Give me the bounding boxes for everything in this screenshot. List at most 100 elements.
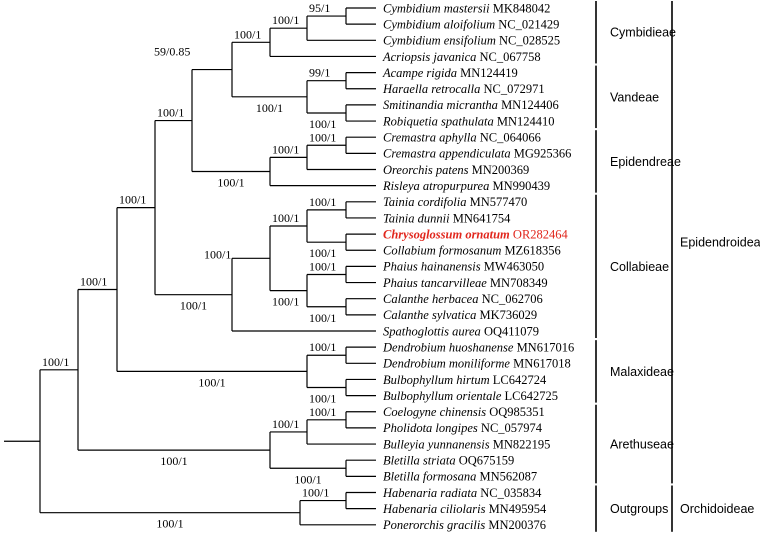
species-name: Habenaria radiata (382, 486, 477, 500)
species-name: Chrysoglossum ornatum (383, 227, 510, 241)
accession-number: MK848042 (490, 1, 551, 15)
accession-number: MN495954 (485, 502, 547, 516)
species-name: Cremastra appendiculata (383, 147, 511, 161)
species-name: Robiquetia spathulata (382, 114, 494, 128)
support-value-n_upper: 100/1 (157, 106, 184, 120)
support-value-n_cym: 100/1 (272, 13, 299, 27)
accession-number: LC642724 (490, 373, 547, 387)
accession-number: MG925366 (511, 147, 572, 161)
clade-brackets: CymbidieaeVandeaeEpidendreaeCollabieaeMa… (595, 1, 760, 532)
species-name: Tainia cordifolia (383, 195, 466, 209)
support-value-n_habenaria: 100/1 (302, 486, 329, 500)
accession-number: NC_062706 (478, 292, 542, 306)
accession-number: MN822195 (490, 437, 551, 451)
support-value-n_collab_core: 100/1 (204, 247, 231, 261)
support-value-n_phai_cala: 100/1 (272, 295, 299, 309)
species-name: Smitinandia micrantha (383, 98, 498, 112)
species-name: Coelogyne chinensis (383, 405, 486, 419)
support-value-n_vandeae: 100/1 (256, 101, 283, 115)
support-value-n_calanthe: 100/1 (309, 311, 336, 325)
taxon-label: Phaius hainanensis MW463050 (382, 260, 544, 274)
species-name: Risleya atropurpurea (382, 179, 489, 193)
support-value-n_tainia_chry: 100/1 (272, 211, 299, 225)
tribe-label: Epidendreae (610, 155, 681, 169)
support-value-n_bulbophyllum: 100/1 (309, 392, 336, 406)
subfamily-label: Epidendroideae (680, 236, 760, 250)
subfamily-label: Orchidoideae (680, 502, 754, 516)
support-value-n_coel_phol: 100/1 (309, 405, 336, 419)
support-value-n_cymb_vand: 59/0.85 (154, 45, 190, 59)
taxon-label: Calanthe sylvatica MK736029 (383, 308, 537, 322)
species-name: Calanthe sylvatica (383, 308, 476, 322)
taxon-label: Spathoglottis aurea OQ411079 (383, 324, 539, 338)
accession-number: OQ675159 (456, 454, 515, 468)
accession-number: MN200369 (469, 163, 530, 177)
taxon-label: Haraella retrocalla NC_072971 (382, 82, 545, 96)
accession-number: MN577470 (466, 195, 527, 209)
accession-number: NC_057974 (478, 421, 543, 435)
support-value-n_epidendreae: 100/1 (217, 176, 244, 190)
support-value-n_crem_oreo: 100/1 (272, 142, 299, 156)
species-name: Oreorchis patens (383, 163, 469, 177)
accession-number: MN641754 (450, 211, 512, 225)
taxon-label: Bletilla striata OQ675159 (383, 454, 514, 468)
taxon-label: Bletilla formosana MN562087 (383, 470, 537, 484)
tribe-label: Malaxideae (610, 365, 674, 379)
support-value-n_cremastra: 100/1 (309, 130, 336, 144)
taxon-label: Cymbidium mastersii MK848042 (383, 1, 550, 15)
taxon-label: Acampe rigida MN124419 (382, 66, 518, 80)
species-name: Bulbophyllum orientale (383, 389, 502, 403)
species-name: Pholidota longipes (382, 421, 478, 435)
taxon-label: Habenaria radiata NC_035834 (382, 486, 542, 500)
accession-number: OQ411079 (481, 324, 539, 338)
taxon-label: Robiquetia spathulata MN124410 (382, 114, 555, 128)
accession-number: MK736029 (476, 308, 537, 322)
species-name: Cymbidium aloifolium (383, 17, 495, 31)
support-value-n_acampe_hara: 99/1 (309, 66, 330, 80)
species-name: Habenaria ciliolaris (382, 502, 486, 516)
accession-number: MN124406 (498, 98, 559, 112)
species-name: Ponerorchis gracilis (382, 518, 485, 532)
species-name: Collabium formosanum (383, 244, 501, 258)
species-name: Tainia dunnii (383, 211, 450, 225)
accession-number: OQ985351 (486, 405, 545, 419)
accession-number: NC_021429 (495, 17, 559, 31)
support-value-n_cym_ma_al: 95/1 (309, 1, 330, 15)
support-value-n_upper_collab: 100/1 (119, 193, 146, 207)
support-value-n_smit_robi: 100/1 (309, 117, 336, 131)
species-name: Acampe rigida (382, 66, 457, 80)
accession-number: MN200376 (485, 518, 546, 532)
taxon-label: Phaius tancarvilleae MN708349 (382, 276, 548, 290)
taxon-label: Smitinandia micrantha MN124406 (383, 98, 559, 112)
species-name: Bulleyia yunnanensis (383, 437, 490, 451)
support-value-n_phaius: 100/1 (309, 259, 336, 273)
accession-number: MN124410 (494, 114, 555, 128)
tribe-label: Collabieae (610, 260, 669, 274)
accession-number: NC_072971 (480, 82, 544, 96)
support-value-n_upper_mala: 100/1 (80, 274, 107, 288)
taxon-label: Pholidota longipes NC_057974 (382, 421, 543, 435)
taxon-label: Cremastra appendiculata MG925366 (383, 147, 571, 161)
species-name: Spathoglottis aurea (383, 324, 481, 338)
taxon-label: Bulbophyllum orientale LC642725 (383, 389, 558, 403)
taxon-label: Cremastra aphylla NC_064066 (383, 131, 541, 145)
accession-number: MN708349 (487, 276, 548, 290)
support-value-n_chry_coll: 100/1 (309, 246, 336, 260)
taxon-label: Ponerorchis gracilis MN200376 (382, 518, 546, 532)
support-value-n_dendrobium: 100/1 (309, 340, 336, 354)
species-name: Haraella retrocalla (382, 82, 480, 96)
accession-number: MN617018 (510, 357, 571, 371)
accession-number: MW463050 (481, 260, 545, 274)
species-name: Calanthe herbacea (383, 292, 478, 306)
tree-branches (4, 7, 376, 526)
tribe-label: Outgroups (610, 502, 668, 516)
taxon-label: Calanthe herbacea NC_062706 (383, 292, 543, 306)
species-name: Cymbidium mastersii (383, 1, 490, 15)
taxon-label: Coelogyne chinensis OQ985351 (383, 405, 545, 419)
tribe-label: Arethuseae (610, 438, 674, 452)
support-value-n_bletilla: 100/1 (294, 472, 321, 486)
species-name: Bletilla formosana (383, 470, 476, 484)
species-name: Bulbophyllum hirtum (383, 373, 490, 387)
